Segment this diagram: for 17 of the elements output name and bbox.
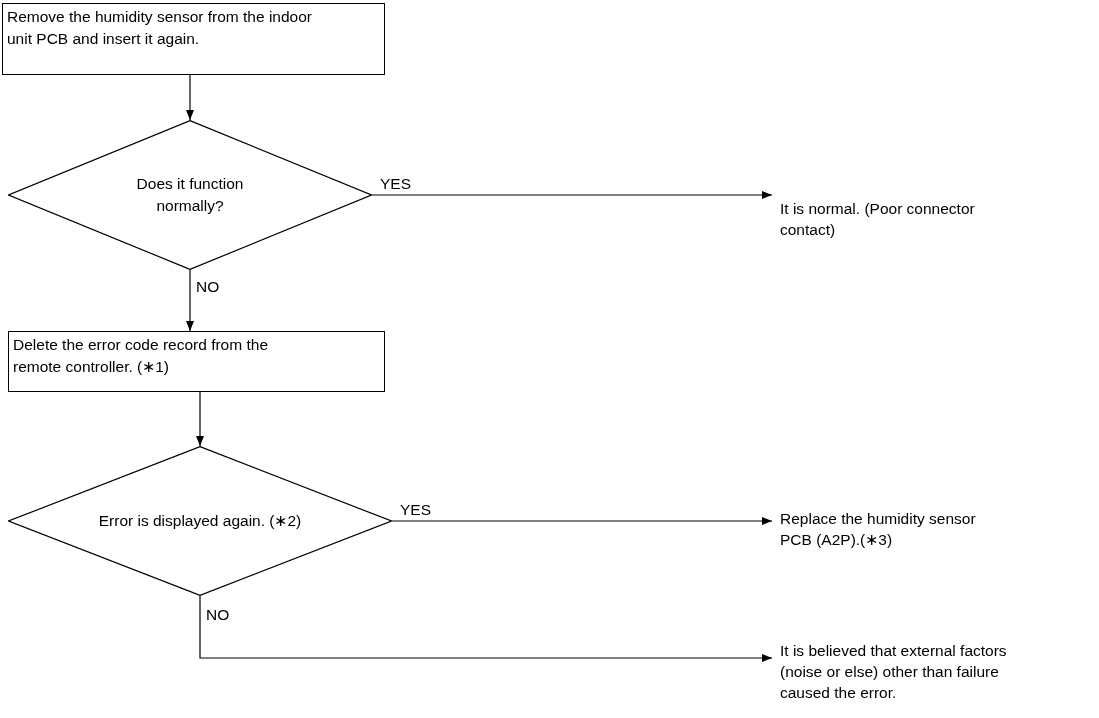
process-box: [8, 331, 385, 392]
decision-diamond: [8, 446, 392, 596]
process-box: [2, 3, 385, 75]
result-text: It is believed that external factors (noise or else) other than failure caused the error.: [780, 641, 1008, 703]
arrow: [196, 391, 204, 447]
step-text: Remove the humidity sensor from the indoor unit PCB and insert it again.: [7, 7, 313, 49]
step-text: Delete the error code record from the remote controller. (∗1): [13, 335, 269, 377]
decision-text: Error is displayed again. (∗2): [98, 511, 302, 531]
result-text: Replace the humidity sensor PCB (A2P).(∗3): [780, 509, 977, 550]
arrow: [391, 517, 773, 525]
arrow: [186, 74, 194, 121]
arrow: [371, 191, 773, 199]
arrow: [199, 595, 773, 662]
decision-text: Does it function normally?: [135, 174, 245, 216]
result-text: It is normal. (Poor connector contact): [780, 199, 975, 240]
decision-diamond: [8, 120, 372, 270]
arrow: [186, 269, 194, 332]
